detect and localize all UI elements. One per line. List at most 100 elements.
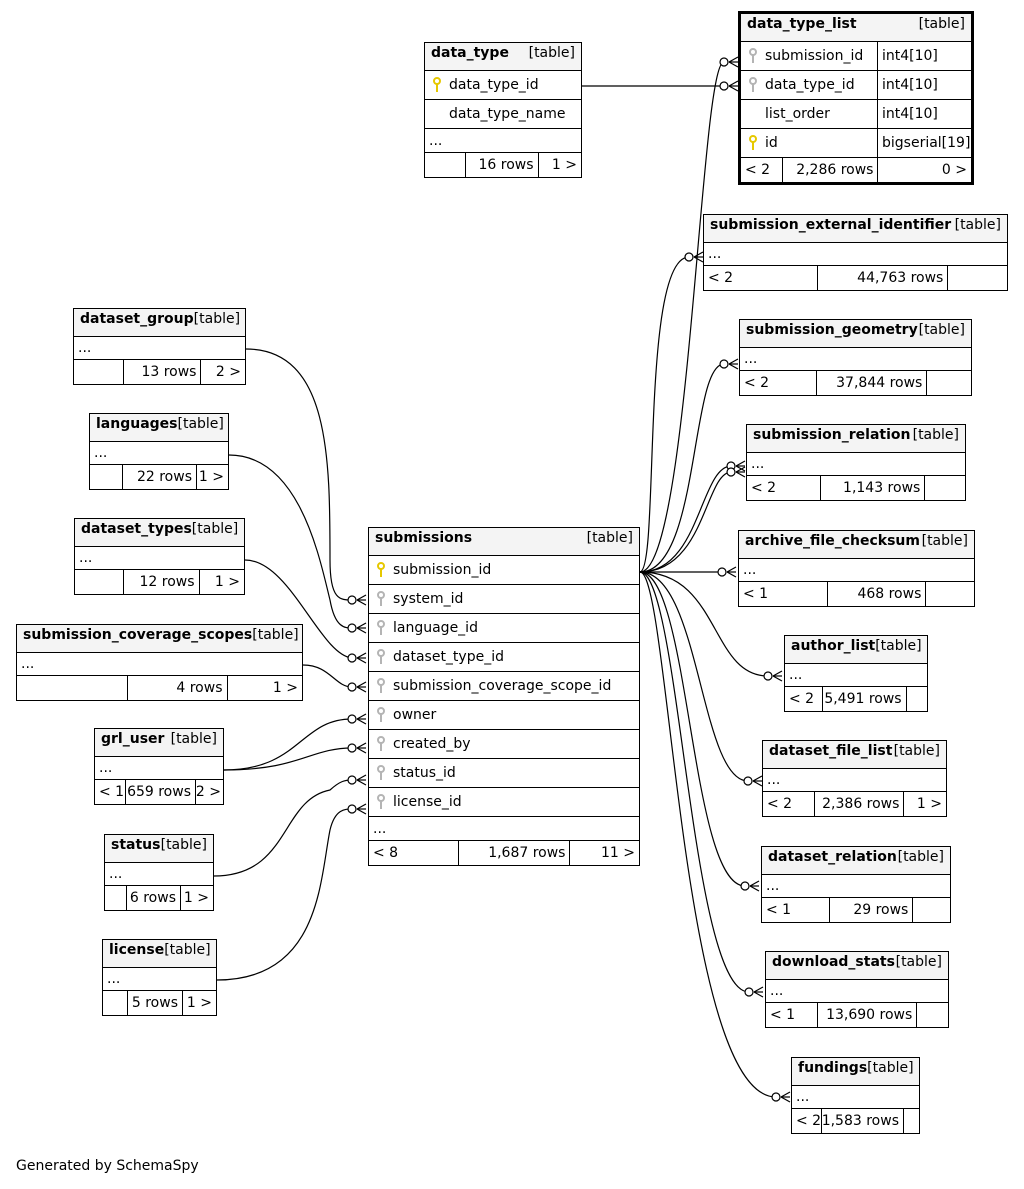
parents-count[interactable] <box>90 465 122 489</box>
parents-count[interactable]: < 8 <box>373 845 399 861</box>
children-count[interactable] <box>925 582 974 606</box>
children-count[interactable]: 1 > <box>198 570 244 594</box>
parents-count[interactable]: < 2 <box>767 796 793 812</box>
more-columns-ellipsis[interactable]: ... <box>103 968 216 991</box>
table-name[interactable]: languages <box>96 416 178 432</box>
more-columns-ellipsis[interactable]: ... <box>766 980 948 1003</box>
children-count[interactable]: 0 > <box>877 158 971 182</box>
more-columns-ellipsis[interactable]: ... <box>75 547 244 570</box>
column-row[interactable]: status_id <box>369 759 639 788</box>
parents-count[interactable]: < 2 <box>708 270 734 286</box>
table-name[interactable]: submission_external_identifier <box>710 217 952 233</box>
column-row[interactable]: data_type_name <box>425 100 581 129</box>
more-columns-ellipsis[interactable]: ... <box>90 442 228 465</box>
more-columns-ellipsis[interactable]: ... <box>763 769 946 792</box>
parents-count[interactable]: < 1 <box>766 902 792 918</box>
parents-count[interactable] <box>103 991 127 1015</box>
column-row[interactable]: created_by <box>369 730 639 759</box>
children-count[interactable]: 1 > <box>196 465 228 489</box>
parents-count[interactable]: < 2 <box>789 691 815 707</box>
table-name[interactable]: fundings <box>798 1060 868 1076</box>
column-row[interactable]: system_id <box>369 585 639 614</box>
column-row[interactable]: submission_coverage_scope_id <box>369 672 639 701</box>
table-name[interactable]: author_list <box>791 638 876 654</box>
children-count[interactable] <box>924 476 965 500</box>
parents-count[interactable] <box>105 886 126 910</box>
parents-count[interactable]: < 2 <box>744 375 770 391</box>
more-columns-ellipsis[interactable]: ... <box>785 664 927 687</box>
parents-count[interactable]: < 1 <box>770 1007 796 1023</box>
children-count[interactable] <box>947 266 1007 290</box>
children-count[interactable] <box>905 687 927 711</box>
column-row[interactable]: data_type_id <box>425 71 581 100</box>
table-name[interactable]: data_type <box>431 45 509 61</box>
table-submission-external-identifier[interactable]: submission_external_identifier[table]...… <box>703 214 1008 291</box>
more-columns-ellipsis[interactable]: ... <box>762 875 950 898</box>
children-count[interactable]: 2 > <box>200 360 245 384</box>
column-row[interactable]: language_id <box>369 614 639 643</box>
parents-count[interactable]: < 2 <box>751 480 777 496</box>
children-count[interactable]: 2 > <box>195 780 225 804</box>
column-row[interactable]: owner <box>369 701 639 730</box>
children-count[interactable]: 1 > <box>537 153 581 177</box>
children-count[interactable] <box>916 1003 948 1027</box>
more-columns-ellipsis[interactable]: ... <box>747 453 965 476</box>
table-name[interactable]: submission_relation <box>753 427 911 443</box>
table-name[interactable]: download_stats <box>772 954 895 970</box>
table-name[interactable]: submission_geometry <box>746 322 918 338</box>
table-name[interactable]: submission_coverage_scopes <box>23 627 253 643</box>
parents-count[interactable] <box>17 676 127 700</box>
more-columns-ellipsis[interactable]: ... <box>792 1086 919 1109</box>
table-name[interactable]: submissions <box>375 530 473 546</box>
children-count[interactable]: 1 > <box>903 792 946 816</box>
more-columns-ellipsis[interactable]: ... <box>17 653 302 676</box>
children-count[interactable]: 1 > <box>182 991 216 1015</box>
table-name[interactable]: archive_file_checksum <box>745 533 920 549</box>
more-columns-ellipsis[interactable]: ... <box>105 863 213 886</box>
table-name[interactable]: dataset_relation <box>768 849 897 865</box>
table-name[interactable]: dataset_group <box>80 311 194 327</box>
column-row[interactable]: submission_id <box>369 556 639 585</box>
parents-count[interactable] <box>75 570 123 594</box>
table-name[interactable]: data_type_list <box>747 16 857 32</box>
more-columns-ellipsis[interactable]: ... <box>740 348 971 371</box>
more-columns-ellipsis[interactable]: ... <box>95 757 223 780</box>
more-columns-ellipsis[interactable]: ... <box>704 243 1007 266</box>
more-columns-ellipsis[interactable]: ... <box>369 817 639 841</box>
column-row[interactable]: license_id <box>369 788 639 817</box>
table-name[interactable]: status <box>111 837 161 853</box>
parents-count[interactable] <box>425 153 465 177</box>
parents-count[interactable]: < 1 <box>743 586 769 602</box>
column-row[interactable]: dataset_type_id <box>369 643 639 672</box>
table-name[interactable]: grl_user <box>101 731 165 747</box>
parents-count[interactable]: < 1 <box>99 784 125 800</box>
parents-count[interactable]: < 2 <box>796 1113 822 1129</box>
table-name[interactable]: dataset_file_list <box>769 743 893 759</box>
children-count[interactable]: 1 > <box>180 886 213 910</box>
more-columns-ellipsis[interactable]: ... <box>739 559 974 582</box>
children-count[interactable] <box>926 371 971 395</box>
children-count[interactable] <box>903 1109 919 1133</box>
more-columns-ellipsis[interactable]: ... <box>74 337 245 360</box>
children-count[interactable]: 1 > <box>226 676 302 700</box>
parents-count[interactable] <box>74 360 123 384</box>
